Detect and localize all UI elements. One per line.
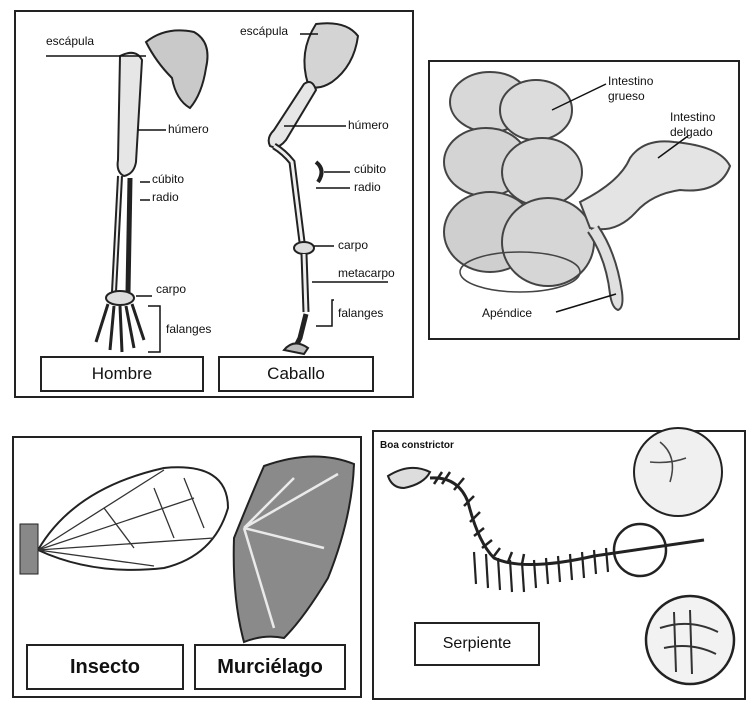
snake-title: Boa constrictor: [380, 440, 454, 451]
caption-hombre: Hombre: [40, 356, 204, 392]
label-human-scapula: escápula: [46, 34, 94, 48]
label-horse-humerus: húmero: [348, 118, 389, 132]
label-horse-metacarpus: metacarpo: [338, 266, 395, 280]
label-apendice: Apéndice: [482, 306, 532, 320]
label-human-radius: radio: [152, 190, 179, 204]
caption-caballo: Caballo: [218, 356, 374, 392]
label-human-carpus: carpo: [156, 282, 186, 296]
label-intestino-grueso: Intestino grueso: [608, 74, 653, 104]
caption-insecto: Insecto: [26, 644, 184, 690]
caption-serpiente: Serpiente: [414, 622, 540, 666]
limb-comparison-panel: escápula húmero cúbito radio carpo falan…: [14, 10, 414, 398]
limb-bones-illustration: [16, 12, 416, 400]
label-human-ulna: cúbito: [152, 172, 184, 186]
label-human-humerus: húmero: [168, 122, 209, 136]
label-horse-scapula: escápula: [240, 24, 288, 38]
intestine-illustration: [430, 62, 742, 342]
label-horse-carpus: carpo: [338, 238, 368, 252]
caption-murcielago: Murciélago: [194, 644, 346, 690]
label-horse-radius: radio: [354, 180, 381, 194]
label-human-phalanges: falanges: [166, 322, 211, 336]
label-intestino-delgado: Intestino delgado: [670, 110, 715, 140]
snake-panel: Boa constrictor Serpiente: [372, 430, 746, 700]
label-horse-ulna: cúbito: [354, 162, 386, 176]
wing-comparison-panel: Insecto Murciélago: [12, 436, 362, 698]
label-horse-phalanges: falanges: [338, 306, 383, 320]
intestine-panel: Intestino grueso Intestino delgado Apénd…: [428, 60, 740, 340]
